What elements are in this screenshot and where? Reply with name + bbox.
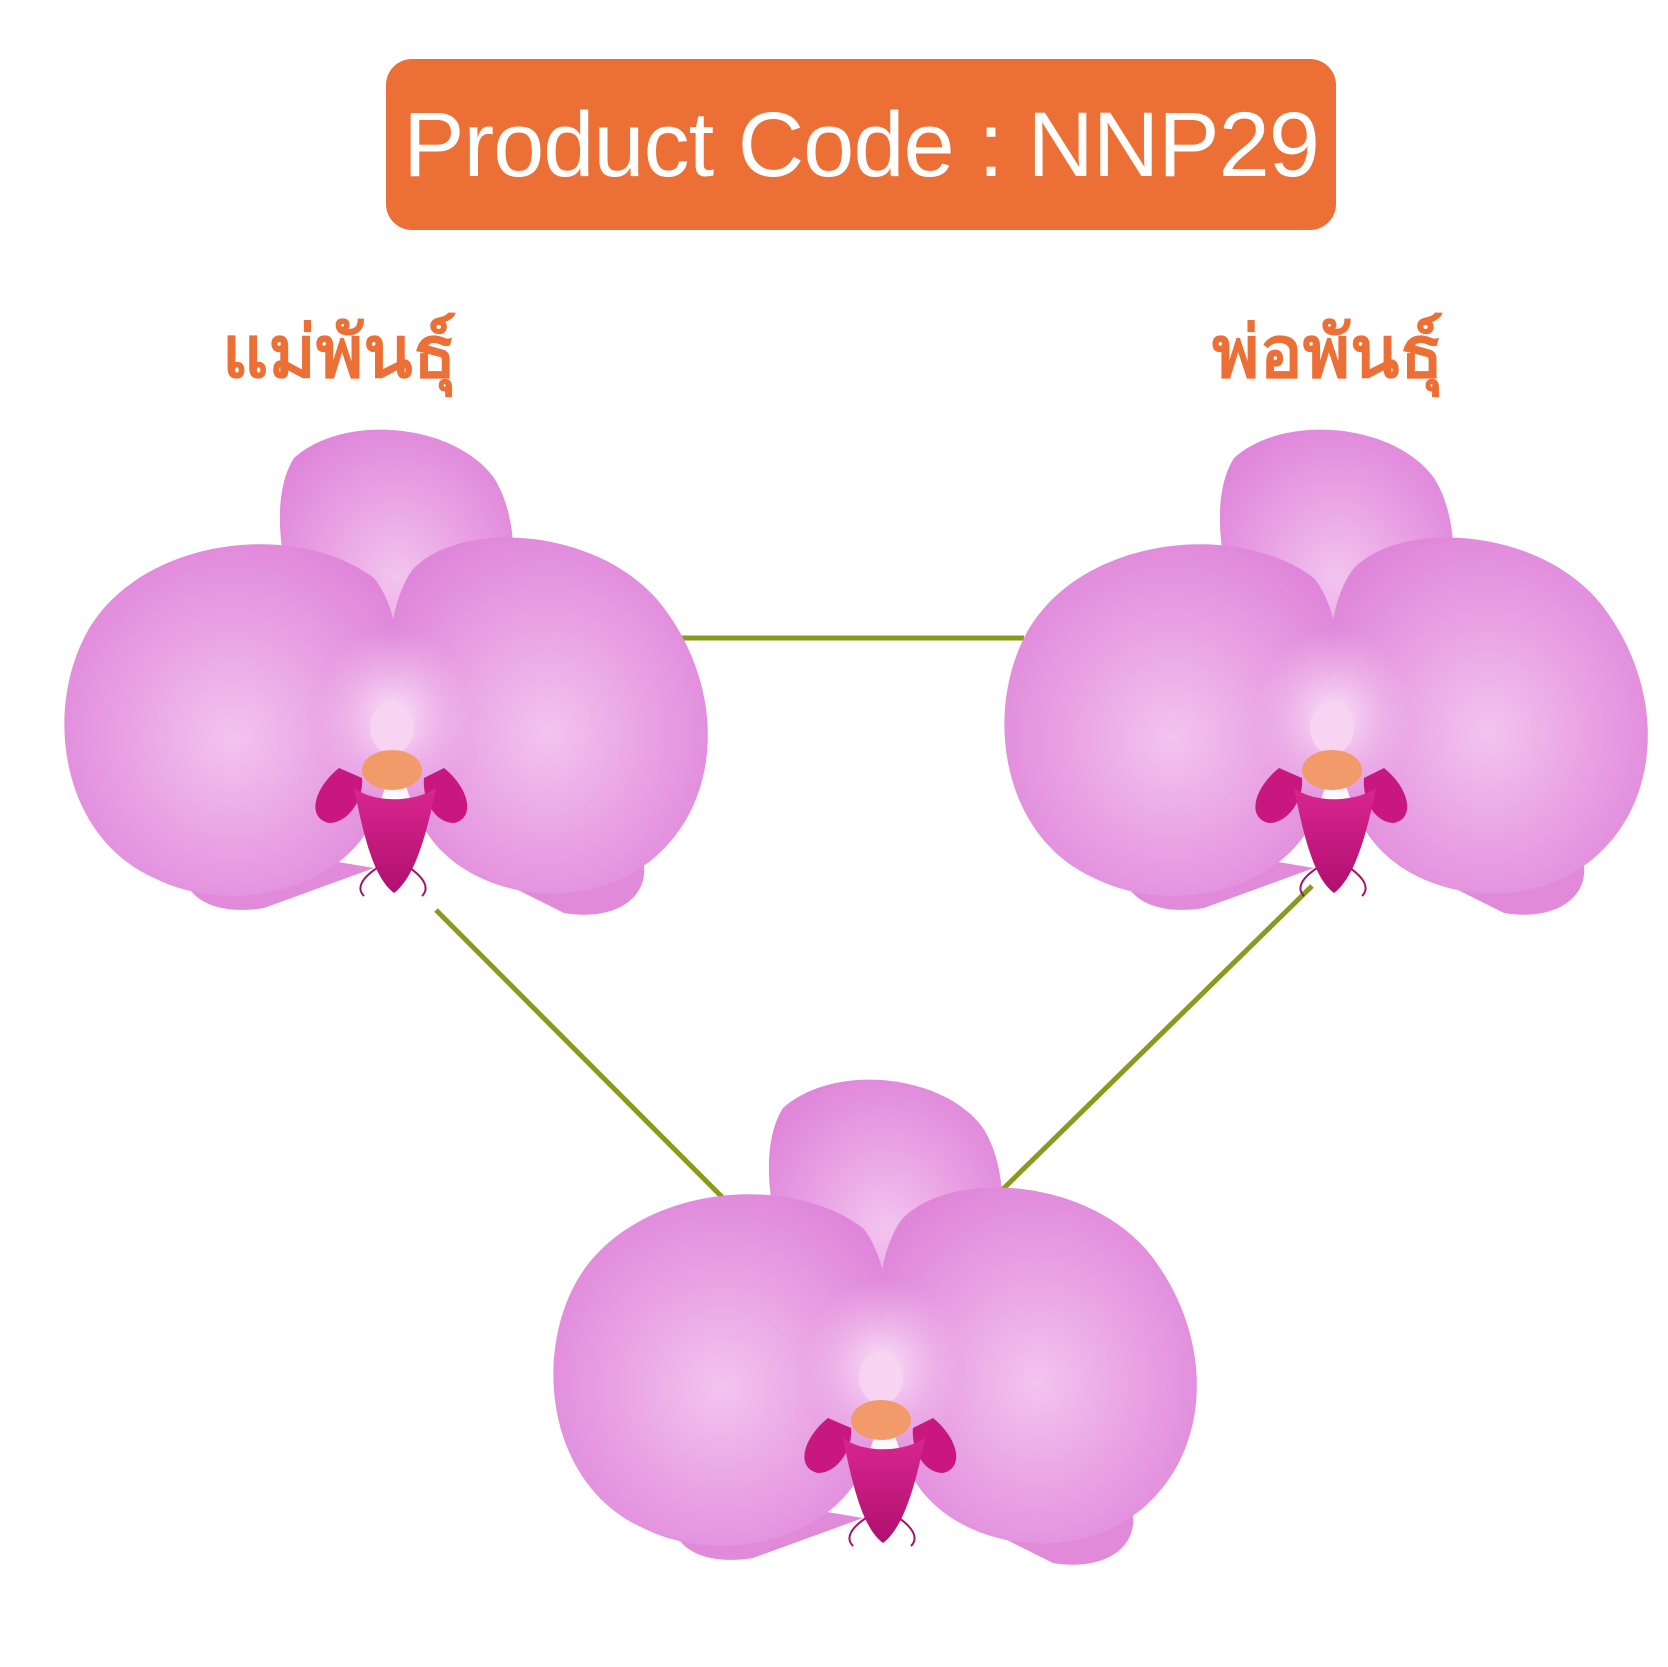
mother-hybrid-connector bbox=[434, 908, 732, 1207]
pink-orchid-flower-icon bbox=[552, 1078, 1198, 1566]
mother-parent-label: แม่พันธุ์ bbox=[222, 310, 457, 394]
pink-orchid-flower-icon bbox=[1003, 428, 1649, 916]
pink-orchid-flower-icon bbox=[63, 428, 709, 916]
product-code-badge: Product Code : NNP29 bbox=[386, 59, 1336, 230]
father-hybrid-connector bbox=[998, 884, 1314, 1194]
product-code-text: Product Code : NNP29 bbox=[403, 93, 1320, 196]
father-parent-label: พ่อพันธุ์ bbox=[1212, 310, 1444, 394]
